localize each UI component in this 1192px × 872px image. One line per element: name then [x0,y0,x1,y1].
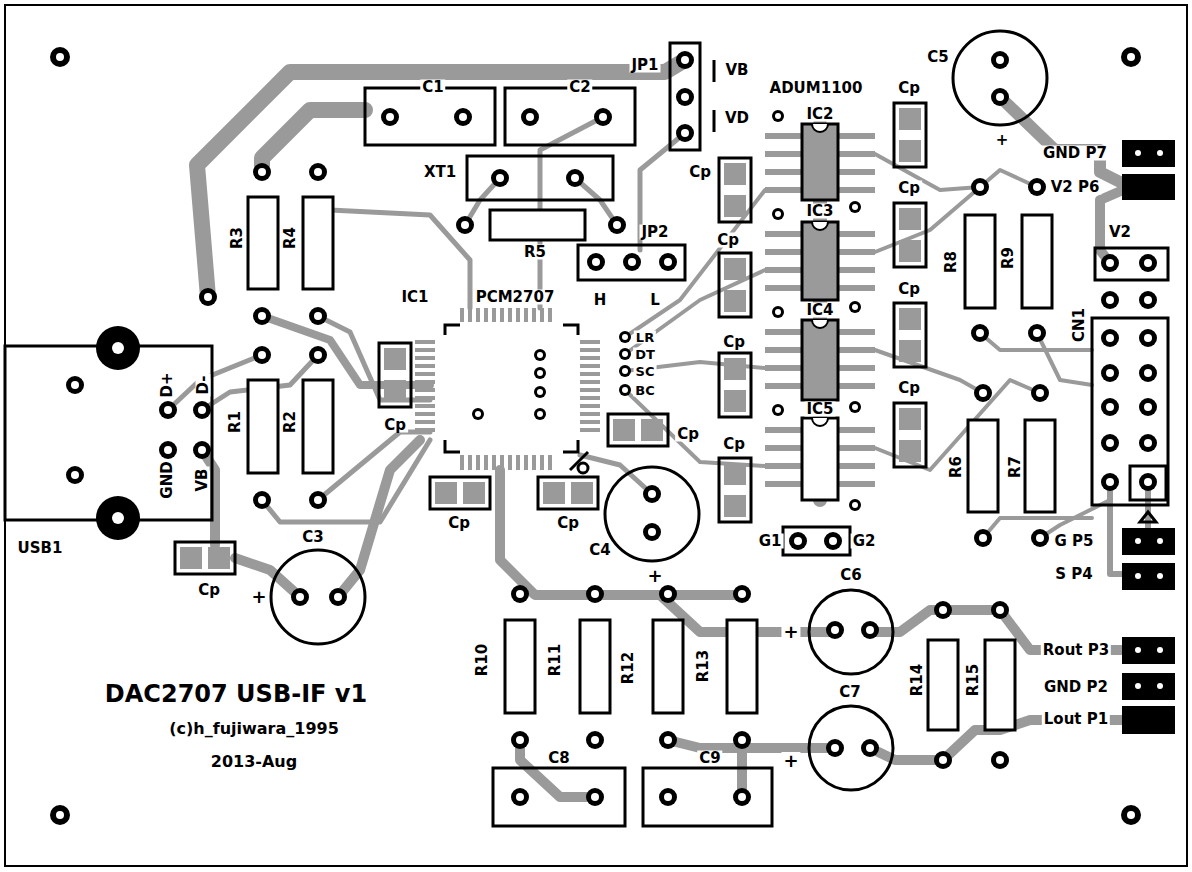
silkscreen-label: C4 [587,543,612,558]
through-hole-pads [66,51,1157,806]
silkscreen-label: Cp [196,583,222,598]
silkscreen-label: Cp [446,516,472,531]
silkscreen-label: IC5 [804,402,835,417]
silkscreen-label: + [645,567,664,585]
silkscreen-label: Cp [721,335,747,350]
silkscreen-label: LR [634,331,656,344]
silkscreen-label: C3 [300,530,325,545]
silkscreen-label: R11 [548,642,563,678]
silkscreen-label: C6 [838,568,863,583]
board-title: DAC2707 USB-IF v1 [103,682,369,706]
silkscreen-label: XT1 [422,165,458,180]
silkscreen-label: R5 [522,245,548,260]
silkscreen-label: ADUM1100 [768,81,865,96]
silkscreen-label: R6 [949,454,964,480]
silkscreen-label: H [592,293,609,308]
silkscreen-label: G P5 [1053,534,1096,549]
silkscreen-label: SC [634,365,657,378]
silkscreen-label: Cp [721,437,747,452]
silkscreen-label: C2 [567,80,592,95]
silkscreen-label: IC3 [804,204,835,219]
silkscreen-label: R2 [283,409,298,435]
silkscreen-label: 2013-Aug [209,754,299,770]
component-outlines [5,31,1168,826]
silkscreen-label: R13 [696,648,711,684]
adum1100-ics [765,124,875,500]
silkscreen-label: R3 [230,225,245,251]
silkscreen-label: JP1 [629,58,660,73]
silkscreen-label: USB1 [16,541,65,556]
silkscreen-label: + [249,588,268,606]
silkscreen-label: C9 [697,751,722,766]
silkscreen-label: Cp [382,418,408,433]
smd-capacitors [175,103,926,574]
silkscreen-label: G1 [757,534,784,549]
silkscreen-label: PCM2707 [474,290,557,305]
silkscreen-label: Cp [675,427,701,442]
silkscreen-label: DT [633,348,657,361]
silkscreen-label: VD [723,111,751,126]
silkscreen-label: C7 [837,685,862,700]
silkscreen-label: Cp [896,282,922,297]
silkscreen-label: R12 [621,650,636,686]
silkscreen-label: Cp [555,516,581,531]
silkscreen-label: R15 [966,662,981,698]
silkscreen-label: R7 [1008,454,1023,480]
silkscreen-label: Cp [896,81,922,96]
jumper-marks [570,60,714,473]
silkscreen-label: R8 [944,249,959,275]
silkscreen-label: C1 [420,80,445,95]
silkscreen-label: S P4 [1053,567,1094,582]
silkscreen-label: V2 [1107,225,1133,240]
silkscreen-label: GND P7 [1041,146,1109,161]
silkscreen-label: R14 [910,662,925,698]
silkscreen-label: CN1 [1072,306,1087,344]
silkscreen-label: L [648,293,662,308]
silkscreen-label: VB [195,466,210,493]
silkscreen-label: Rout P3 [1041,643,1111,658]
silkscreen-label: + [781,752,800,770]
silkscreen-label: Cp [687,165,713,180]
silkscreen-label: (c)h_fujiwara_1995 [167,721,341,737]
silkscreen-label: D- [196,374,211,397]
silkscreen-label: C5 [925,50,950,65]
pcm2707-qfp [415,308,600,470]
silkscreen-label: JP2 [639,225,670,240]
silkscreen-label: D+ [160,370,175,399]
silkscreen-label: + [994,133,1011,148]
silkscreen-label: Lout P1 [1042,712,1110,727]
silkscreen-label: + [781,623,800,641]
silkscreen-label: Cp [896,381,922,396]
silkscreen-label: R4 [283,225,298,251]
silkscreen-label: VB [723,63,750,78]
silkscreen-label: G2 [851,534,878,549]
silkscreen-label: R1 [228,409,243,435]
mounting-holes [50,47,1141,825]
silkscreen-label: R9 [1001,245,1016,271]
silkscreen-label: BC [633,384,656,397]
silkscreen-label: GND [160,459,175,500]
silkscreen-label: Cp [896,181,922,196]
board-outline [5,5,1187,866]
silkscreen-label: R10 [475,642,490,678]
silkscreen-label: IC2 [804,107,835,122]
silkscreen-label: IC1 [399,290,430,305]
silkscreen-label: C8 [546,751,571,766]
silkscreen-label: V2 P6 [1049,180,1102,195]
silkscreen-label: Cp [715,233,741,248]
silkscreen-label: GND P2 [1042,680,1110,695]
usb-shell [96,326,140,540]
silkscreen-label: IC4 [804,303,835,318]
